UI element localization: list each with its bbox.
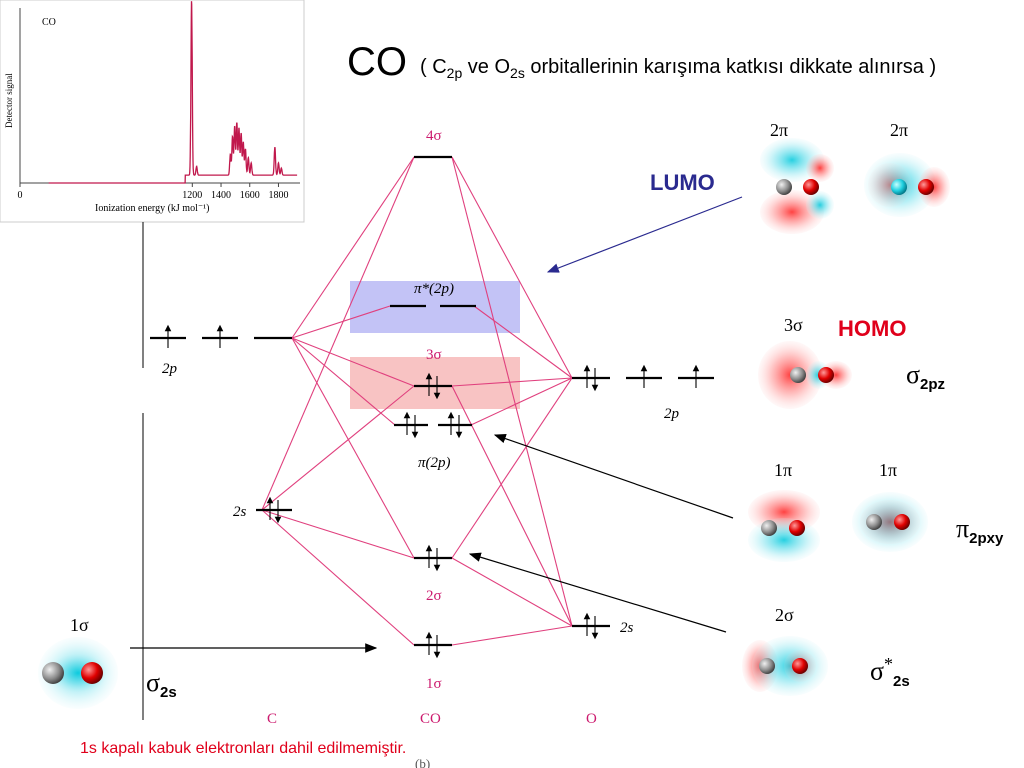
co-3sigma-label: 3σ xyxy=(426,347,442,363)
subtitle-open: ( C xyxy=(420,56,447,78)
electron-arrows xyxy=(164,324,700,659)
c-2s-label: 2s xyxy=(233,504,247,520)
spectrum-tick-label: 1800 xyxy=(268,190,288,201)
sigma-2pz-symbol: σ xyxy=(906,360,921,389)
sigma-star-subscript: 2s xyxy=(893,672,910,690)
o-2p-label: 2p xyxy=(664,406,680,422)
co-pi-label: π(2p) xyxy=(418,455,451,471)
orbital-2pi-b-label: 2π xyxy=(890,120,908,140)
spectrum-series-label: CO xyxy=(42,17,56,28)
column-label-c: C xyxy=(267,711,277,727)
spectrum-tick-label: 1200 xyxy=(182,190,202,201)
correlation-lines xyxy=(261,156,573,646)
co-4sigma-label: 4σ xyxy=(426,128,442,144)
o-2s-label: 2s xyxy=(620,620,634,636)
subtitle-sub-2p: 2p xyxy=(446,65,463,81)
orbital-1pi-a-label: 1π xyxy=(774,460,792,480)
column-label-co: CO xyxy=(420,711,441,727)
orbital-2sigma-label: 2σ xyxy=(775,605,794,625)
orbital-1pi-b-label: 1π xyxy=(879,460,897,480)
pi-2pxy-subscript: 2pxy xyxy=(969,530,1004,548)
sigma-2s-label: σ2s xyxy=(146,668,177,701)
orbital-1pi-a xyxy=(748,490,820,562)
sigma-2pz-label: σ2pz xyxy=(906,360,945,393)
pi-pointer-arrow xyxy=(493,434,734,519)
panel-label: (b) xyxy=(415,756,430,768)
orbital-2sigma xyxy=(742,636,828,696)
lumo-highlight xyxy=(350,281,520,333)
sigma-star-superscript: * xyxy=(884,654,894,674)
sigma-2s-symbol: σ xyxy=(146,668,161,697)
orbital-1sigma xyxy=(38,637,118,709)
orbital-2pi-a xyxy=(760,138,834,234)
molecule-title: CO xyxy=(347,40,407,84)
spectrum-x-label: Ionization energy (kJ mol⁻¹) xyxy=(95,203,209,214)
c-2p-label: 2p xyxy=(162,361,178,377)
pi-2pxy-symbol: π xyxy=(956,514,970,543)
energy-levels xyxy=(150,155,714,647)
subtitle-rest: orbitallerinin karışıma katkısı dikkate … xyxy=(524,56,937,78)
co-1sigma-label: 1σ xyxy=(426,676,442,692)
subtitle-mid: ve O xyxy=(462,56,511,78)
orbital-2pi-b xyxy=(864,153,950,217)
lumo-label: LUMO xyxy=(650,170,715,195)
spectrum-tick-label: 0 xyxy=(18,190,23,201)
footnote: 1s kapalı kabuk elektronları dahil edilm… xyxy=(80,740,407,757)
pi-2pxy-label: π2pxy xyxy=(956,514,1003,547)
spectrum-tick-label: 1600 xyxy=(240,190,260,201)
orbital-3sigma xyxy=(758,341,852,409)
sigma-star-2s-label: σ*2s xyxy=(870,654,910,690)
homo-label: HOMO xyxy=(838,316,907,341)
title-subtitle: ( C2p ve O2s orbitallerinin karışıma kat… xyxy=(420,56,936,81)
co-pistar-label: π*(2p) xyxy=(414,281,454,297)
orbital-3sigma-label: 3σ xyxy=(784,315,803,335)
spectrum-y-label: Detector signal xyxy=(4,73,14,128)
column-label-o: O xyxy=(586,711,597,727)
sigma-2s-subscript: 2s xyxy=(160,684,177,702)
spectrum-tick-label: 1400 xyxy=(211,190,231,201)
sigma-2pz-subscript: 2pz xyxy=(920,376,946,394)
subtitle-sub-2s: 2s xyxy=(510,65,525,81)
lumo-pointer-arrow xyxy=(546,196,743,273)
sigma2-pointer-arrow xyxy=(468,552,727,633)
sigma-star-symbol: σ xyxy=(870,656,885,686)
orbital-1pi-b xyxy=(852,492,928,552)
orbital-2pi-a-label: 2π xyxy=(770,120,788,140)
co-2sigma-label: 2σ xyxy=(426,588,442,604)
spectrum-trace xyxy=(48,1,298,184)
photoelectron-spectrum: 0 1200 1400 1600 1800 CO Detector signal Ion… xyxy=(0,0,305,223)
orbital-1sigma-label: 1σ xyxy=(70,615,89,635)
